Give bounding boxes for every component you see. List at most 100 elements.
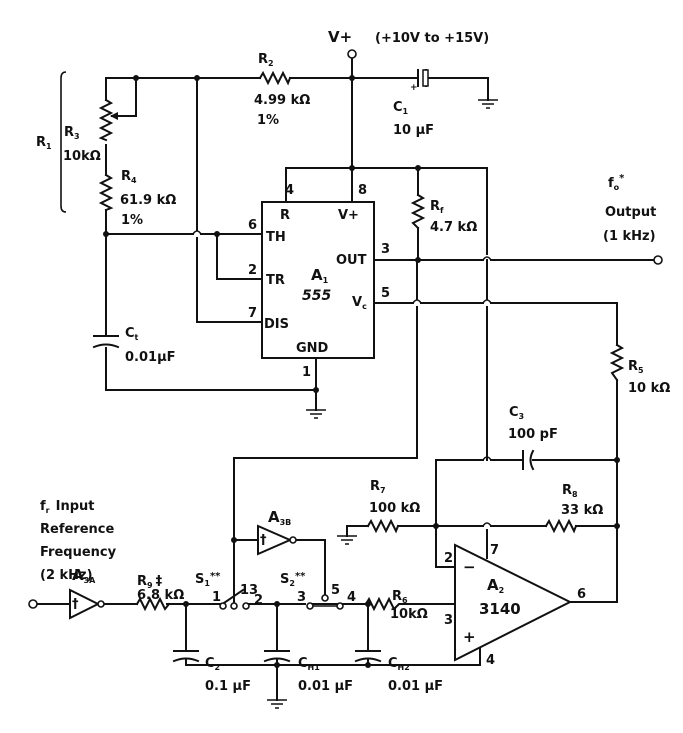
r4-tolerance: 1%	[121, 213, 143, 228]
wire-reset	[285, 167, 353, 203]
r6-ref: R6	[392, 589, 408, 605]
ic-555-body	[261, 201, 375, 359]
s1-ref: S1**	[195, 571, 221, 588]
r2-value: 4.99 kΩ	[254, 93, 310, 108]
resistor-r3	[98, 98, 114, 142]
capacitor-c1-plate	[422, 69, 429, 87]
buffer-a3b-ref: A3B	[268, 508, 291, 527]
input-terminal[interactable]	[28, 599, 38, 609]
r7-value: 100 kΩ	[369, 501, 420, 516]
resistor-r8	[544, 518, 578, 534]
switch-s1-pin2-terminal	[242, 602, 250, 610]
resistor-r6	[364, 596, 405, 612]
capacitor-ch2	[354, 650, 382, 663]
r7-ref: R7	[370, 479, 386, 495]
r4-value: 61.9 kΩ	[120, 193, 176, 208]
ground-icon	[267, 699, 287, 709]
opamp-ref: A2	[487, 576, 504, 595]
opamp-pin-6: 6	[577, 587, 586, 602]
buffer-a3b-glyph-icon: †	[260, 533, 267, 548]
pin-label-vplus: V+	[338, 208, 359, 223]
input-label-rate: (2 kHz)	[40, 568, 93, 583]
resistor-r4	[98, 173, 114, 212]
r3-wiper-arrow-icon	[110, 112, 118, 120]
resistor-r7	[366, 518, 400, 534]
ch1-ref: CH1	[298, 656, 320, 672]
vplus-terminal[interactable]	[347, 49, 357, 59]
switch-pin-1: 1	[212, 590, 221, 605]
resistor-r2	[258, 70, 292, 86]
input-label-frequency: Frequency	[40, 545, 117, 560]
wire-c1-bypass	[351, 77, 489, 101]
switch-s2-pin3-terminal	[306, 602, 314, 610]
r8-value: 33 kΩ	[561, 503, 603, 518]
wire-r3-loop	[105, 77, 137, 117]
supply-label: V+	[328, 28, 352, 46]
wire-inv-loop	[435, 459, 456, 568]
pin-number-7: 7	[248, 306, 257, 321]
wire-to-s1	[233, 259, 418, 604]
switch-pin-3: 3	[297, 590, 306, 605]
wire-hop	[482, 456, 492, 461]
switch-pin-13: 13	[240, 583, 258, 598]
wire-timing-cap	[105, 233, 317, 391]
pin-label-vc: Vc	[352, 295, 367, 311]
opamp-minus-symbol: −	[463, 558, 476, 576]
opamp-3140-body	[454, 543, 573, 662]
pin-number-4: 4	[285, 183, 294, 198]
r2-ref: R2	[258, 52, 274, 68]
wire-dis-feed	[196, 77, 263, 323]
wire-vc	[373, 302, 618, 346]
r9-value: 6.8 kΩ	[137, 588, 184, 603]
switch-s1-blade	[222, 588, 245, 605]
opamp-pin-7: 7	[490, 543, 499, 558]
opamp-pin-3: 3	[444, 613, 453, 628]
output-symbol: fo*	[608, 173, 625, 192]
ground-icon	[478, 99, 498, 109]
wire-a3b	[233, 539, 326, 599]
capacitor-ch1	[263, 650, 291, 663]
buffer-a3b-body	[257, 524, 293, 556]
wire-pin4	[185, 637, 481, 666]
r3-ref: R3	[64, 125, 80, 141]
ground-icon	[306, 409, 326, 419]
supply-range: (+10V to +15V)	[375, 31, 489, 46]
capacitor-c3	[522, 449, 535, 471]
buffer-a3a-ref: A3A	[72, 566, 96, 585]
switch-pin-5: 5	[331, 583, 340, 598]
c2-ref: C2	[205, 656, 220, 672]
switch-pin-2: 2	[254, 593, 263, 608]
pin-number-6: 6	[248, 218, 257, 233]
r8-ref: R8	[562, 483, 578, 499]
pin-number-3: 3	[381, 242, 390, 257]
r1-ref: R1	[36, 135, 52, 151]
opamp-part: 3140	[479, 600, 521, 618]
buffer-a3a-bubble	[97, 600, 105, 608]
ic-555-part: 555	[302, 288, 331, 304]
pin-number-2: 2	[248, 263, 257, 278]
switch-pin-4: 4	[347, 590, 356, 605]
wire-r7	[346, 525, 618, 537]
ic-555-ref: A1	[311, 266, 329, 285]
c1-bypass-ref: C1	[393, 100, 409, 116]
opamp-pin-2: 2	[444, 551, 453, 566]
buffer-a3a-glyph-icon: †	[72, 597, 79, 612]
pin-label-dis: DIS	[264, 317, 289, 332]
input-label-reference: Reference	[40, 522, 114, 537]
r5-value: 10 kΩ	[628, 381, 670, 396]
wire-out6	[569, 527, 618, 603]
opamp-pin-4: 4	[486, 653, 495, 668]
c1-bypass-value: 10 μF	[393, 123, 434, 138]
ch2-value: 0.01 μF	[388, 679, 443, 694]
resistor-rf	[410, 193, 426, 230]
c1-timing-ref: Ct	[125, 326, 139, 342]
c1-timing-value: 0.01μF	[125, 350, 176, 365]
output-frequency: (1 kHz)	[603, 229, 656, 244]
polarity-plus-icon: +	[410, 83, 418, 93]
ch1-value: 0.01 μF	[298, 679, 353, 694]
capacitor-c2	[172, 650, 200, 663]
pin-label-tr: TR	[266, 273, 285, 288]
output-terminal[interactable]	[653, 255, 663, 265]
